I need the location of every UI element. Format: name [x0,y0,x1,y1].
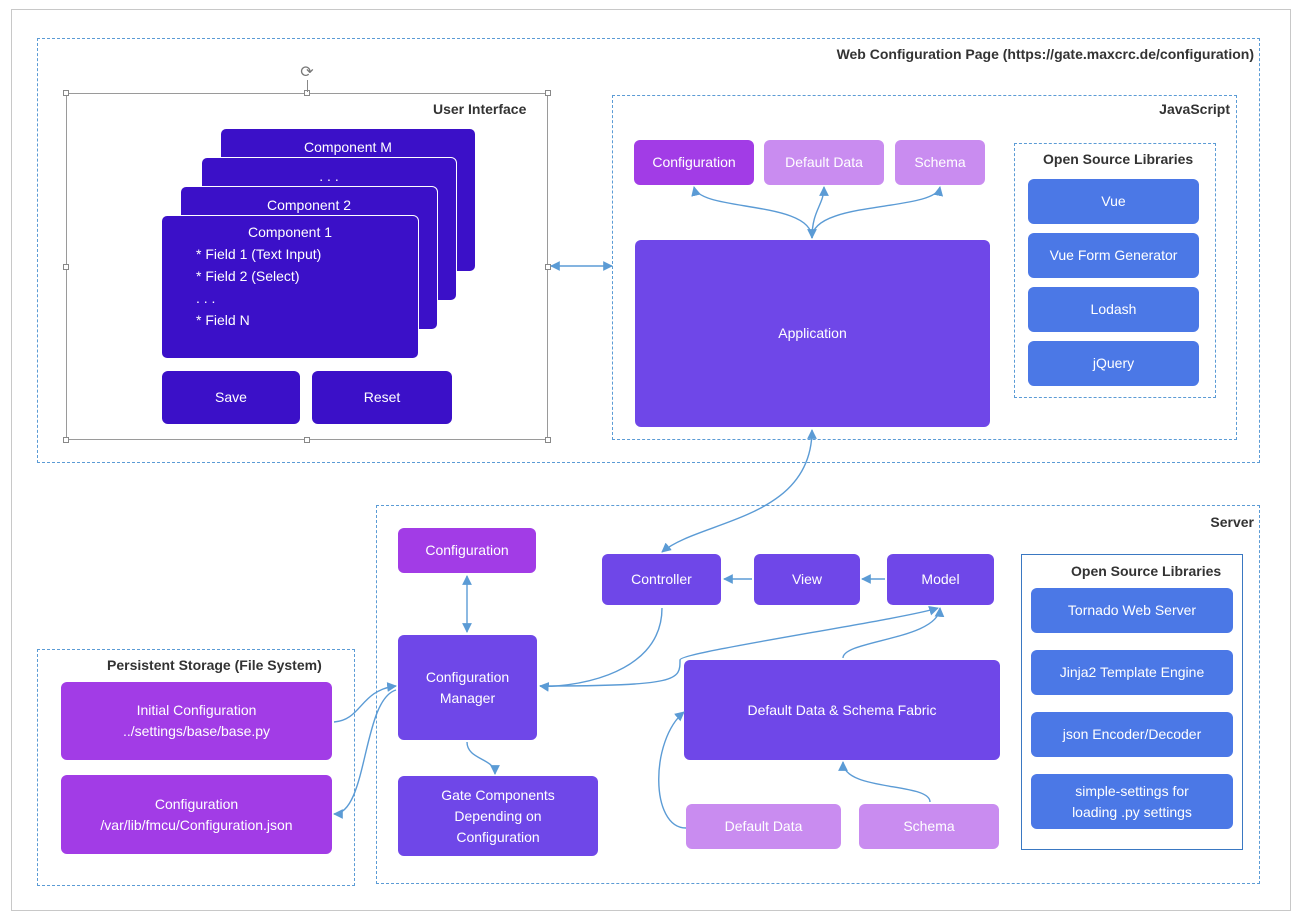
persistent-storage-title: Persistent Storage (File System) [107,657,322,673]
library-simple-settings: simple-settings for loading .py settings [1031,774,1233,829]
js-libraries-title: Open Source Libraries [1043,151,1194,167]
initial-configuration-box: Initial Configuration ../settings/base/b… [61,682,332,760]
resize-handle[interactable] [545,437,551,443]
component-field: . . . [196,290,216,306]
web-configuration-page-title: Web Configuration Page (https://gate.max… [836,46,1254,62]
library-json: json Encoder/Decoder [1031,712,1233,757]
component-card-label: Component M [304,139,392,155]
stored-configuration-label: Configuration [154,795,239,812]
server-title: Server [1210,514,1254,530]
component-1-title: Component 1 [247,224,333,240]
initial-configuration-path: ../settings/base/base.py [122,723,271,739]
arrow-controller-manager [539,607,663,692]
web-configuration-page-group [37,38,1260,463]
arrow-default-fabric [658,711,687,829]
server-group [376,505,1260,884]
arrow-manager-gate [466,741,500,775]
user-interface-title: User Interface [433,101,527,117]
server-default-data-box: Default Data [686,804,841,849]
persistent-storage-group [37,649,355,886]
configuration-manager-box: Configuration Manager [398,635,537,740]
arrow-app-js-schema [811,186,944,239]
component-card-1 [161,215,419,359]
arrow-initial-manager [333,682,397,723]
server-libraries-title: Open Source Libraries [1071,563,1222,579]
save-button[interactable]: Save [162,371,300,424]
arrow-app-controller [661,429,817,553]
library-lodash: Lodash [1028,287,1199,332]
rotate-icon[interactable]: ⟳ [300,64,314,81]
server-libraries-group [1021,554,1243,850]
component-field: * Field 1 (Text Input) [196,246,322,262]
reset-button[interactable]: Reset [312,371,452,424]
resize-handle[interactable] [63,90,69,96]
component-card-label: . . . [319,168,339,184]
arrow-stored-manager [333,689,397,819]
stored-configuration-path: /var/lib/fmcu/Configuration.json [100,816,293,833]
js-libraries-group [1014,143,1216,398]
application-box: Application [635,240,990,427]
js-configuration-box: Configuration [634,140,754,185]
arrow-app-js-config [691,186,817,239]
arrow-manager-model [539,605,939,687]
rotate-stem [307,80,308,92]
resize-handle[interactable] [304,437,310,443]
component-field: * Field 2 (Select) [196,268,300,284]
js-default-data-box: Default Data [764,140,884,185]
resize-handle[interactable] [63,437,69,443]
stored-configuration-box: Configuration /var/lib/fmcu/Configuratio… [61,775,332,854]
schema-fabric-box: Default Data & Schema Fabric [684,660,1000,760]
component-card-label: Component 2 [266,197,352,213]
resize-handle[interactable] [545,90,551,96]
library-jquery: jQuery [1028,341,1199,386]
view-box: View [754,554,860,605]
controller-box: Controller [602,554,721,605]
library-vue-form-generator: Vue Form Generator [1028,233,1199,278]
server-schema-box: Schema [859,804,999,849]
arrow-schema-fabric [838,761,931,803]
component-field: * Field N [196,312,250,328]
gate-components-box: Gate Components Depending on Configurati… [398,776,598,856]
js-schema-box: Schema [895,140,985,185]
library-tornado: Tornado Web Server [1031,588,1233,633]
model-box: Model [887,554,994,605]
javascript-title: JavaScript [1159,101,1230,117]
library-vue: Vue [1028,179,1199,224]
initial-configuration-label: Initial Configuration [136,702,257,718]
server-configuration-box: Configuration [398,528,536,573]
resize-handle[interactable] [63,264,69,270]
library-jinja2: Jinja2 Template Engine [1031,650,1233,695]
arrow-fabric-model [842,607,945,659]
arrow-app-js-default [811,186,829,239]
